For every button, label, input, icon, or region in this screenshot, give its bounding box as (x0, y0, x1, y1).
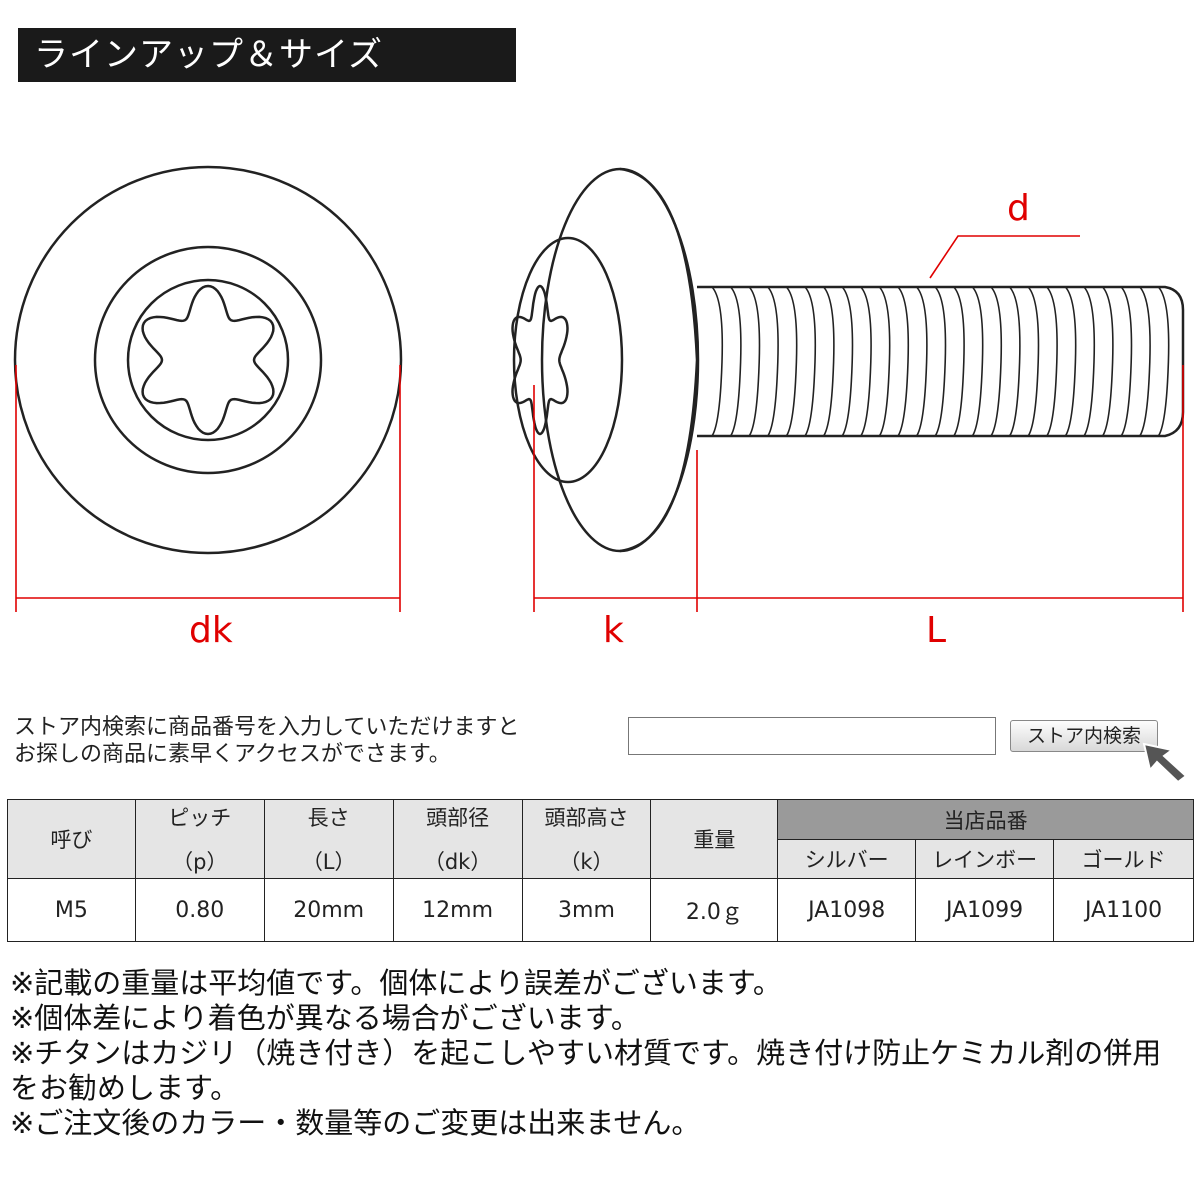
store-search-button[interactable]: ストア内検索 (1010, 720, 1158, 752)
thread-line (1157, 286, 1170, 437)
search-prompt: ストア内検索に商品番号を入力していただけますと お探しの商品に素早くアクセスがで… (14, 714, 519, 768)
dim-label-k: k (603, 610, 624, 651)
thread-line (804, 286, 817, 437)
thread-line (748, 286, 761, 437)
header-head-dia-unit: （dk） (423, 850, 492, 874)
thread-line (953, 286, 965, 437)
thread-line (1046, 286, 1058, 437)
header-weight: 重量 (650, 799, 779, 879)
thread-line (1101, 286, 1114, 437)
thread-line (711, 286, 724, 437)
dim-label-dk: dk (189, 610, 233, 651)
front-view-head (93, 245, 323, 475)
front-view-socket-ring (126, 278, 290, 442)
header-gold: ゴールド (1053, 839, 1194, 879)
header-pitch: ピッチ （p） (134, 799, 265, 879)
store-search-input[interactable] (628, 717, 996, 755)
arrow-cursor-icon (1142, 742, 1188, 784)
header-length-unit: （L） (301, 850, 356, 874)
thread-line (822, 286, 835, 437)
header-pitch-label: ピッチ (168, 806, 232, 830)
table-row: M5 0.80 20mm 12mm 3mm 2.0ｇ JA1098 JA1099… (7, 878, 1194, 942)
search-prompt-line1: ストア内検索に商品番号を入力していただけますと (14, 715, 520, 740)
header-head-height: 頭部高さ （k） (521, 799, 652, 879)
header-length: 長さ （L） (263, 799, 394, 879)
header-length-label: 長さ (307, 806, 350, 830)
thread-lines (711, 286, 1170, 437)
notes-block: ※記載の重量は平均値です。個体により誤差がございます。 ※個体差により着色が異な… (10, 966, 1190, 1141)
bolt-diagram (13, 165, 1185, 612)
torx-recess-side (511, 284, 569, 436)
header-silver: シルバー (777, 839, 917, 879)
cell-gold-code: JA1100 (1053, 878, 1194, 942)
header-pitch-unit: （p） (172, 850, 228, 874)
cell-head-dia: 12mm (392, 878, 523, 942)
thread-line (1027, 286, 1040, 437)
section-title: ラインアップ＆サイズ (18, 28, 516, 82)
header-rainbow: レインボー (915, 839, 1055, 879)
cell-silver-code: JA1098 (777, 878, 917, 942)
thread-line (1064, 286, 1077, 437)
thread-line (934, 286, 947, 437)
thread-line (1120, 286, 1133, 437)
thread-line (767, 286, 779, 437)
spec-table: 呼び ピッチ （p） 長さ （L） 頭部径 （dk） 頭部高さ （k） 重量 当… (7, 799, 1194, 942)
thread-line (1083, 286, 1096, 437)
thread-line (897, 286, 910, 437)
side-view-flange-back (619, 167, 699, 553)
dim-label-d: d (1007, 188, 1030, 229)
header-head-height-unit: （k） (559, 850, 614, 874)
cell-length: 20mm (263, 878, 394, 942)
note-item: ※記載の重量は平均値です。個体により誤差がございます。 (10, 966, 782, 1000)
cell-pitch: 0.80 (134, 878, 265, 942)
thread-line (860, 286, 872, 437)
front-view-flange (13, 165, 403, 555)
header-nominal: 呼び (7, 799, 136, 879)
note-item: ※個体差により着色が異なる場合がございます。 (10, 1001, 640, 1035)
header-head-dia: 頭部径 （dk） (392, 799, 523, 879)
cell-rainbow-code: JA1099 (915, 878, 1055, 942)
thread-line (878, 286, 891, 437)
thread-line (729, 286, 742, 437)
torx-recess-front (141, 284, 275, 436)
side-view-head (512, 236, 624, 484)
shank-outline (697, 285, 1185, 438)
thread-line (1008, 286, 1021, 437)
cell-nominal: M5 (7, 878, 136, 942)
note-item: ※チタンはカジリ（焼き付き）を起こしやすい材質です。焼き付け防止ケミカル剤の併用… (10, 1036, 1162, 1105)
search-prompt-line2: お探しの商品に素早くアクセスがでさます。 (14, 742, 451, 767)
header-store-code: 当店品番 (777, 799, 1194, 840)
thread-line (1139, 286, 1151, 437)
cell-weight: 2.0ｇ (650, 878, 779, 942)
thread-line (785, 286, 798, 437)
header-head-height-label: 頭部高さ (544, 806, 629, 830)
cell-head-height: 3mm (521, 878, 652, 942)
d-leader-line (929, 235, 1080, 279)
thread-line (915, 286, 928, 437)
thread-line (841, 286, 854, 437)
thread-line (990, 286, 1003, 437)
header-head-dia-label: 頭部径 (426, 806, 490, 830)
thread-line (971, 286, 984, 437)
dim-label-l: L (926, 610, 947, 651)
note-item: ※ご注文後のカラー・数量等のご変更は出来ません。 (10, 1106, 701, 1140)
